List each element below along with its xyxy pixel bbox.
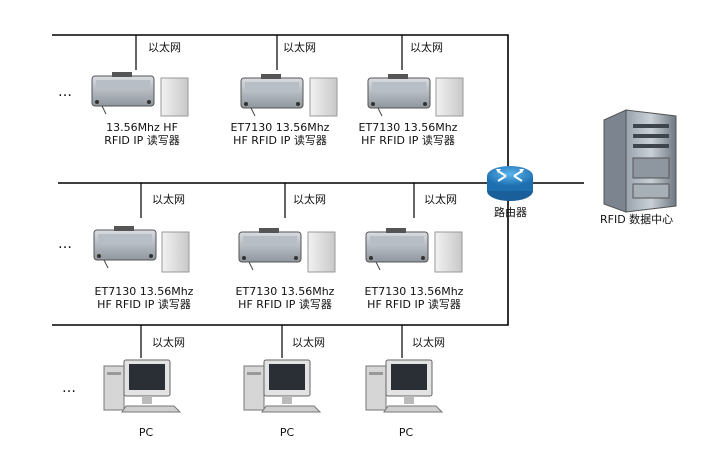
- device-caption-line2: HF RFID IP 读写器: [361, 134, 455, 147]
- device-caption-line1: ET7130 13.56Mhz: [230, 121, 330, 134]
- device-caption-line1: 13.56Mhz HF: [106, 121, 178, 134]
- ethernet-label: 以太网: [148, 41, 181, 54]
- pc-label: PC: [398, 426, 414, 439]
- rfid-antenna-panel: [161, 231, 190, 273]
- device-caption-line1: ET7130 13.56Mhz: [358, 121, 458, 134]
- device-caption: ET7130 13.56Mhz HF RFID IP 读写器: [228, 121, 332, 147]
- rfid-reader-device: [240, 74, 304, 117]
- more-devices-ellipsis: …: [58, 84, 73, 100]
- rfid-antenna-panel: [307, 231, 336, 273]
- device-caption: ET7130 13.56Mhz HF RFID IP 读写器: [233, 285, 337, 311]
- device-caption-line2: HF RFID IP 读写器: [367, 298, 461, 311]
- pc-icon: [365, 359, 444, 413]
- rfid-reader-device: [238, 228, 302, 271]
- router-label: 路由器: [494, 206, 527, 219]
- ethernet-label: 以太网: [412, 336, 445, 349]
- ethernet-label: 以太网: [293, 193, 326, 206]
- ethernet-label: 以太网: [152, 336, 185, 349]
- device-caption-line1: ET7130 13.56Mhz: [364, 285, 464, 298]
- rfid-reader-device: [365, 228, 429, 271]
- device-caption: 13.56Mhz HF RFID IP 读写器: [96, 121, 188, 147]
- router-icon: [487, 166, 533, 201]
- pc-icon: [243, 359, 322, 413]
- more-devices-ellipsis: …: [62, 380, 77, 396]
- rfid-reader-device: [367, 74, 431, 117]
- device-caption-line2: HF RFID IP 读写器: [233, 134, 327, 147]
- pc-icon: [103, 359, 182, 413]
- server-icon: [603, 109, 677, 213]
- ethernet-label: 以太网: [292, 336, 325, 349]
- rfid-antenna-panel: [435, 77, 464, 117]
- rfid-antenna-panel: [309, 77, 338, 117]
- rfid-reader-device: [93, 226, 157, 269]
- ethernet-label: 以太网: [152, 193, 185, 206]
- pc-label: PC: [279, 426, 295, 439]
- device-caption: ET7130 13.56Mhz HF RFID IP 读写器: [356, 121, 460, 147]
- pc-label: PC: [138, 426, 154, 439]
- ethernet-label: 以太网: [283, 41, 316, 54]
- device-caption: ET7130 13.56Mhz HF RFID IP 读写器: [92, 285, 196, 311]
- device-caption-line2: HF RFID IP 读写器: [97, 298, 191, 311]
- more-devices-ellipsis: …: [58, 236, 73, 252]
- server-label: RFID 数据中心: [600, 213, 674, 226]
- device-caption-line2: HF RFID IP 读写器: [238, 298, 332, 311]
- device-caption-line1: ET7130 13.56Mhz: [235, 285, 335, 298]
- rfid-antenna-panel: [434, 231, 463, 273]
- device-caption-line2: RFID IP 读写器: [104, 134, 180, 147]
- ethernet-label: 以太网: [424, 193, 457, 206]
- rfid-antenna-panel: [160, 77, 189, 117]
- device-caption-line1: ET7130 13.56Mhz: [94, 285, 194, 298]
- ethernet-label: 以太网: [410, 41, 443, 54]
- device-caption: ET7130 13.56Mhz HF RFID IP 读写器: [362, 285, 466, 311]
- rfid-reader-device: [91, 72, 155, 115]
